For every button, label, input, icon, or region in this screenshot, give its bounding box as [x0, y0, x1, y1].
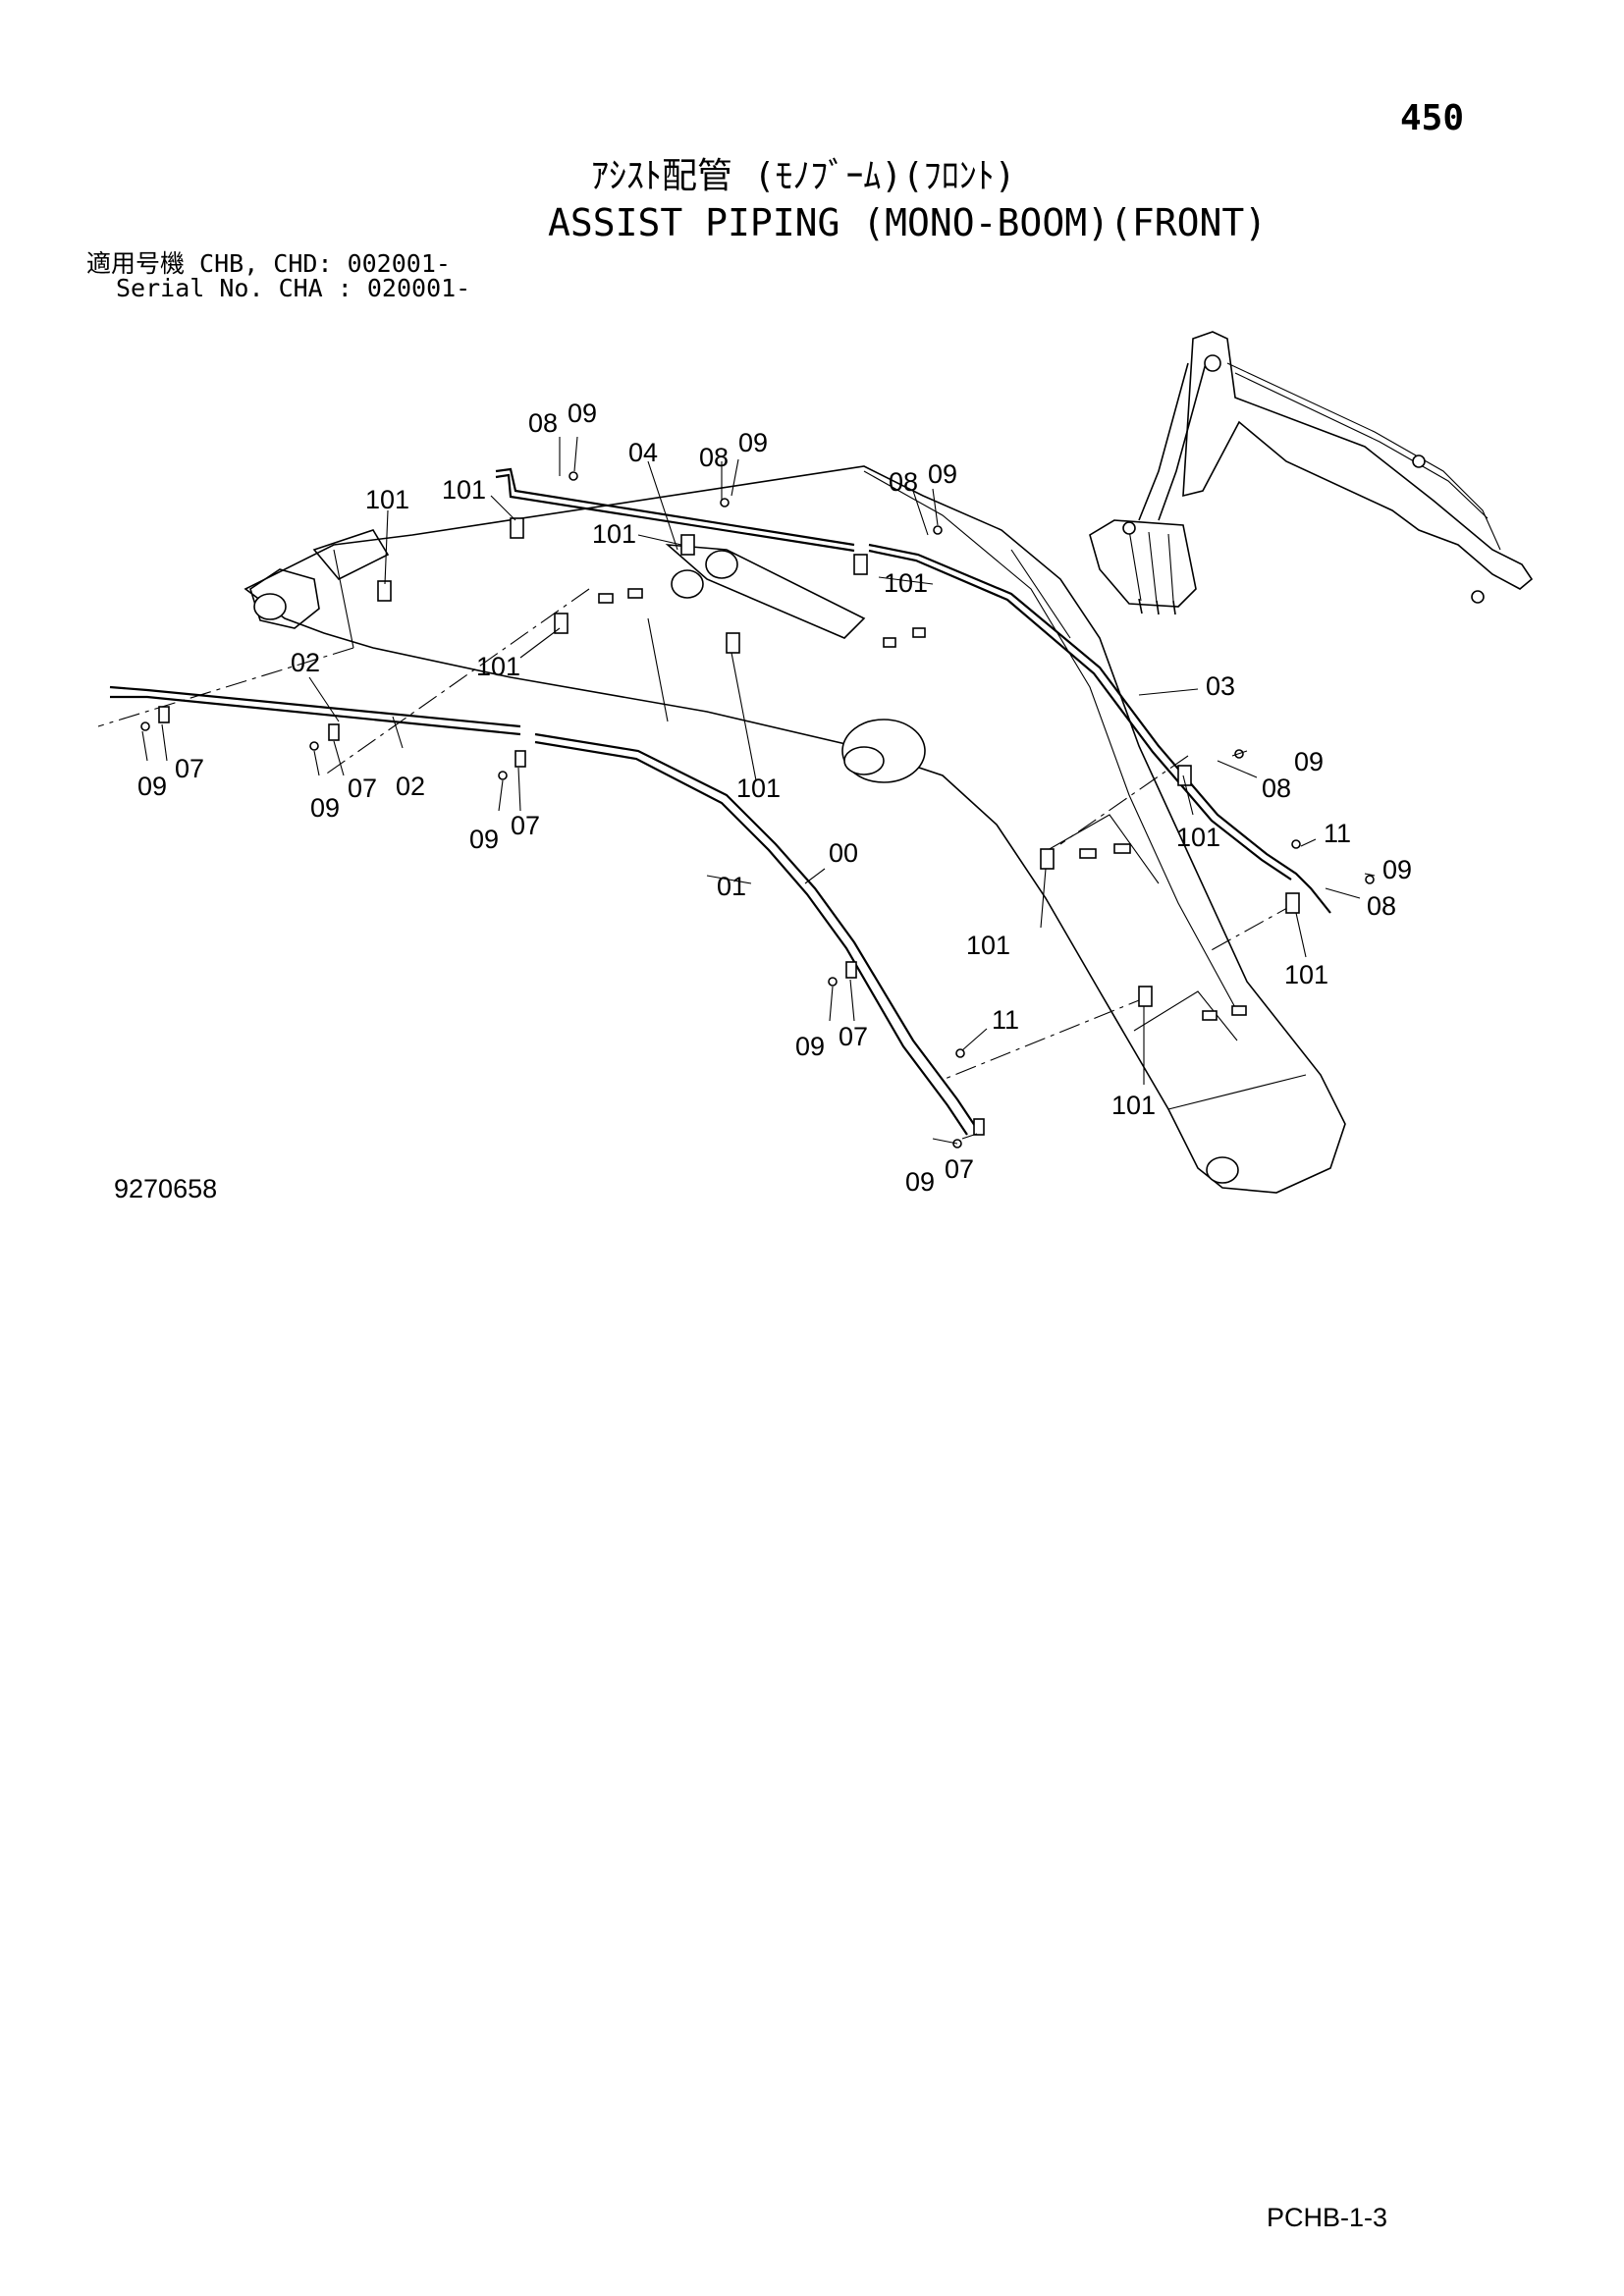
callout-09: 09 — [795, 1032, 825, 1061]
mono-boom — [244, 465, 1346, 1194]
callout-08: 08 — [1367, 891, 1396, 921]
callout-101: 101 — [442, 475, 486, 505]
callout-101: 101 — [1176, 823, 1220, 852]
callout-04: 04 — [628, 438, 658, 467]
callout-09: 09 — [1294, 747, 1324, 776]
callout-101: 101 — [592, 519, 636, 549]
callout-02: 02 — [291, 648, 320, 677]
callout-09: 09 — [310, 793, 340, 823]
page-code: PCHB-1-3 — [1267, 2203, 1388, 2232]
serial-number-line: Serial No. CHA : 020001- — [116, 274, 471, 302]
callout-02: 02 — [396, 772, 425, 801]
drawing-number: 9270658 — [114, 1174, 218, 1203]
callout-08: 08 — [889, 467, 918, 497]
callout-07: 07 — [511, 811, 540, 840]
callout-11: 11 — [992, 1005, 1019, 1035]
callout-07: 07 — [945, 1154, 974, 1184]
callout-101: 101 — [1284, 960, 1328, 989]
callout-labels: 08 09 04 08 09 08 09 101 101 101 101 03 … — [137, 399, 1412, 1197]
callout-01: 01 — [717, 872, 746, 901]
title-english: ASSIST PIPING (MONO-BOOM)(FRONT) — [548, 201, 1268, 244]
callout-08: 08 — [699, 443, 729, 472]
parts-diagram: 08 09 04 08 09 08 09 101 101 101 101 03 … — [97, 331, 1534, 1197]
title-japanese: ｱｼｽﾄ配管 (ﾓﾉﾌﾞｰﾑ)(ﾌﾛﾝﾄ) — [591, 156, 1016, 196]
inset-excavator-front — [1089, 331, 1534, 615]
callout-09: 09 — [928, 459, 957, 489]
callout-09: 09 — [137, 772, 167, 801]
callout-101: 101 — [884, 568, 928, 598]
page-number: 450 — [1400, 98, 1465, 138]
callout-09: 09 — [568, 399, 597, 428]
leader-lines — [141, 436, 1376, 1145]
callout-101: 101 — [736, 774, 781, 803]
serial-applicability-line: 適用号機 CHB, CHD: 002001- — [86, 249, 451, 278]
callout-08: 08 — [528, 408, 558, 438]
callout-09: 09 — [738, 428, 768, 457]
callout-09: 09 — [1382, 855, 1412, 884]
center-lines — [97, 588, 1297, 1081]
callout-07: 07 — [175, 754, 204, 783]
clamps — [140, 471, 1375, 1148]
callout-11: 11 — [1324, 819, 1351, 848]
callout-03: 03 — [1206, 671, 1235, 701]
callout-08: 08 — [1262, 774, 1291, 803]
callout-101: 101 — [365, 485, 409, 514]
callout-101: 101 — [476, 652, 520, 681]
callout-101: 101 — [1111, 1091, 1156, 1120]
callout-00: 00 — [829, 838, 858, 868]
callout-09: 09 — [905, 1167, 935, 1197]
callout-101: 101 — [966, 931, 1010, 960]
callout-07: 07 — [348, 774, 377, 803]
callout-09: 09 — [469, 825, 499, 854]
callout-07: 07 — [839, 1022, 868, 1051]
